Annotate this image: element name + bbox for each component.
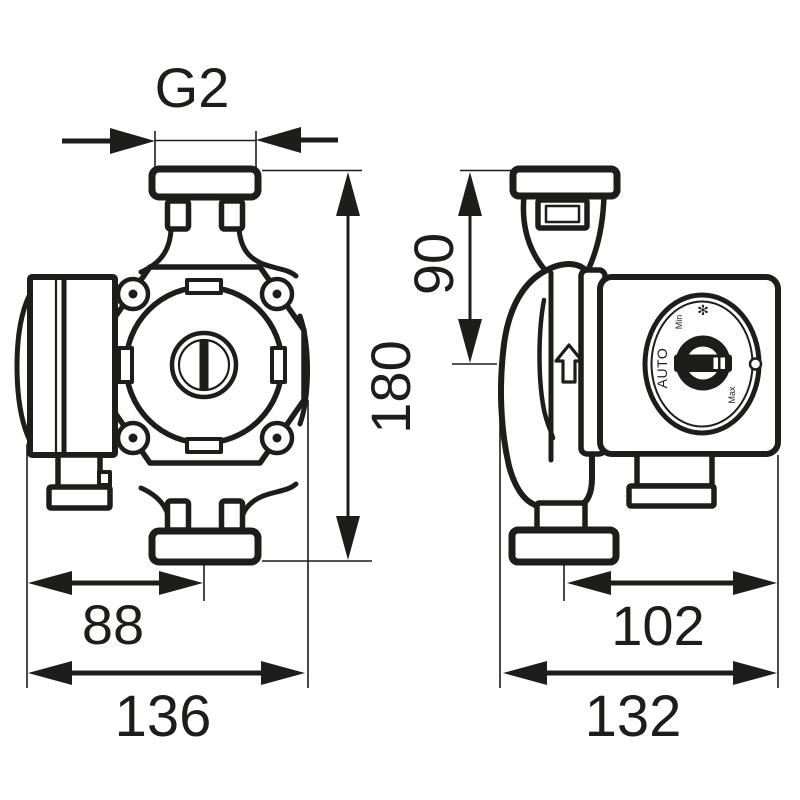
arrowhead [458,319,482,363]
vent-screw-slot [199,340,209,390]
arrowhead [110,128,155,154]
dim-132: 132 [499,370,779,749]
side-neck-left [520,193,548,273]
dim-g2: G2 [62,56,338,171]
motor-face-tabs [117,278,287,454]
front-top-flange [148,165,262,201]
dim-180-label: 180 [359,340,422,433]
dim-132-label: 132 [585,684,682,749]
arrowhead [256,127,301,153]
terminal-box [27,274,118,458]
cable-gland-block [55,452,103,491]
cable-gland-base [46,484,113,511]
arrowhead [733,571,777,595]
control-box-foot [634,451,715,489]
dim-88: 88 [28,563,205,656]
arrowhead [336,516,360,560]
arrowhead [261,661,305,685]
motor-flange-right-bulge [297,313,310,427]
dim-180: 180 [262,169,422,562]
arrowhead [567,571,611,595]
side-view: AUTO Min Max ✻ [498,165,781,566]
side-neck-right [586,193,607,271]
cable-gland-tab [97,470,112,487]
dial-label-min: Min [674,315,684,330]
side-top-bolt-inner [544,204,581,224]
dial-label-auto: AUTO [654,348,670,389]
dim-g2-label: G2 [155,56,230,119]
volute-contour [537,297,556,441]
dim-136: 136 [26,400,309,749]
front-bottom-flange [148,527,262,566]
knob-speed-mark-1 [713,357,718,369]
dial-ring-notch [748,357,763,371]
dim-88-label: 88 [82,593,144,656]
side-bottom-flange [508,526,620,566]
arrowhead [503,661,547,685]
dim-102-label: 102 [611,594,704,657]
speed-selector-dial: AUTO Min Max ✻ [642,292,763,436]
dim-136-label: 136 [115,684,212,749]
front-bottom-neck-right [236,481,299,534]
arrowhead [28,661,72,685]
front-top-bolt-right [218,198,246,232]
front-bottom-bolt-right [218,498,246,533]
arrowhead [159,571,203,595]
control-box-base [626,483,717,509]
knob-speed-mark-2 [720,357,725,369]
front-view [14,165,310,566]
front-top-bolt-left [164,198,192,232]
side-top-flange [509,165,621,200]
arrowhead [733,661,777,685]
dial-label-max: Max [727,386,737,404]
frost-protection-icon: ✻ [697,302,709,318]
front-bottom-bolt-left [164,498,192,533]
arrowhead [28,571,72,595]
front-top-neck-right [236,226,299,279]
arrowhead [336,172,360,216]
dim-90: 90 [402,169,513,365]
arrowhead [458,172,482,216]
flange-bolt-ears [115,276,295,456]
terminal-box-back-bulge [14,291,33,444]
dim-90-label: 90 [402,233,465,295]
dim-102: 102 [563,563,777,657]
